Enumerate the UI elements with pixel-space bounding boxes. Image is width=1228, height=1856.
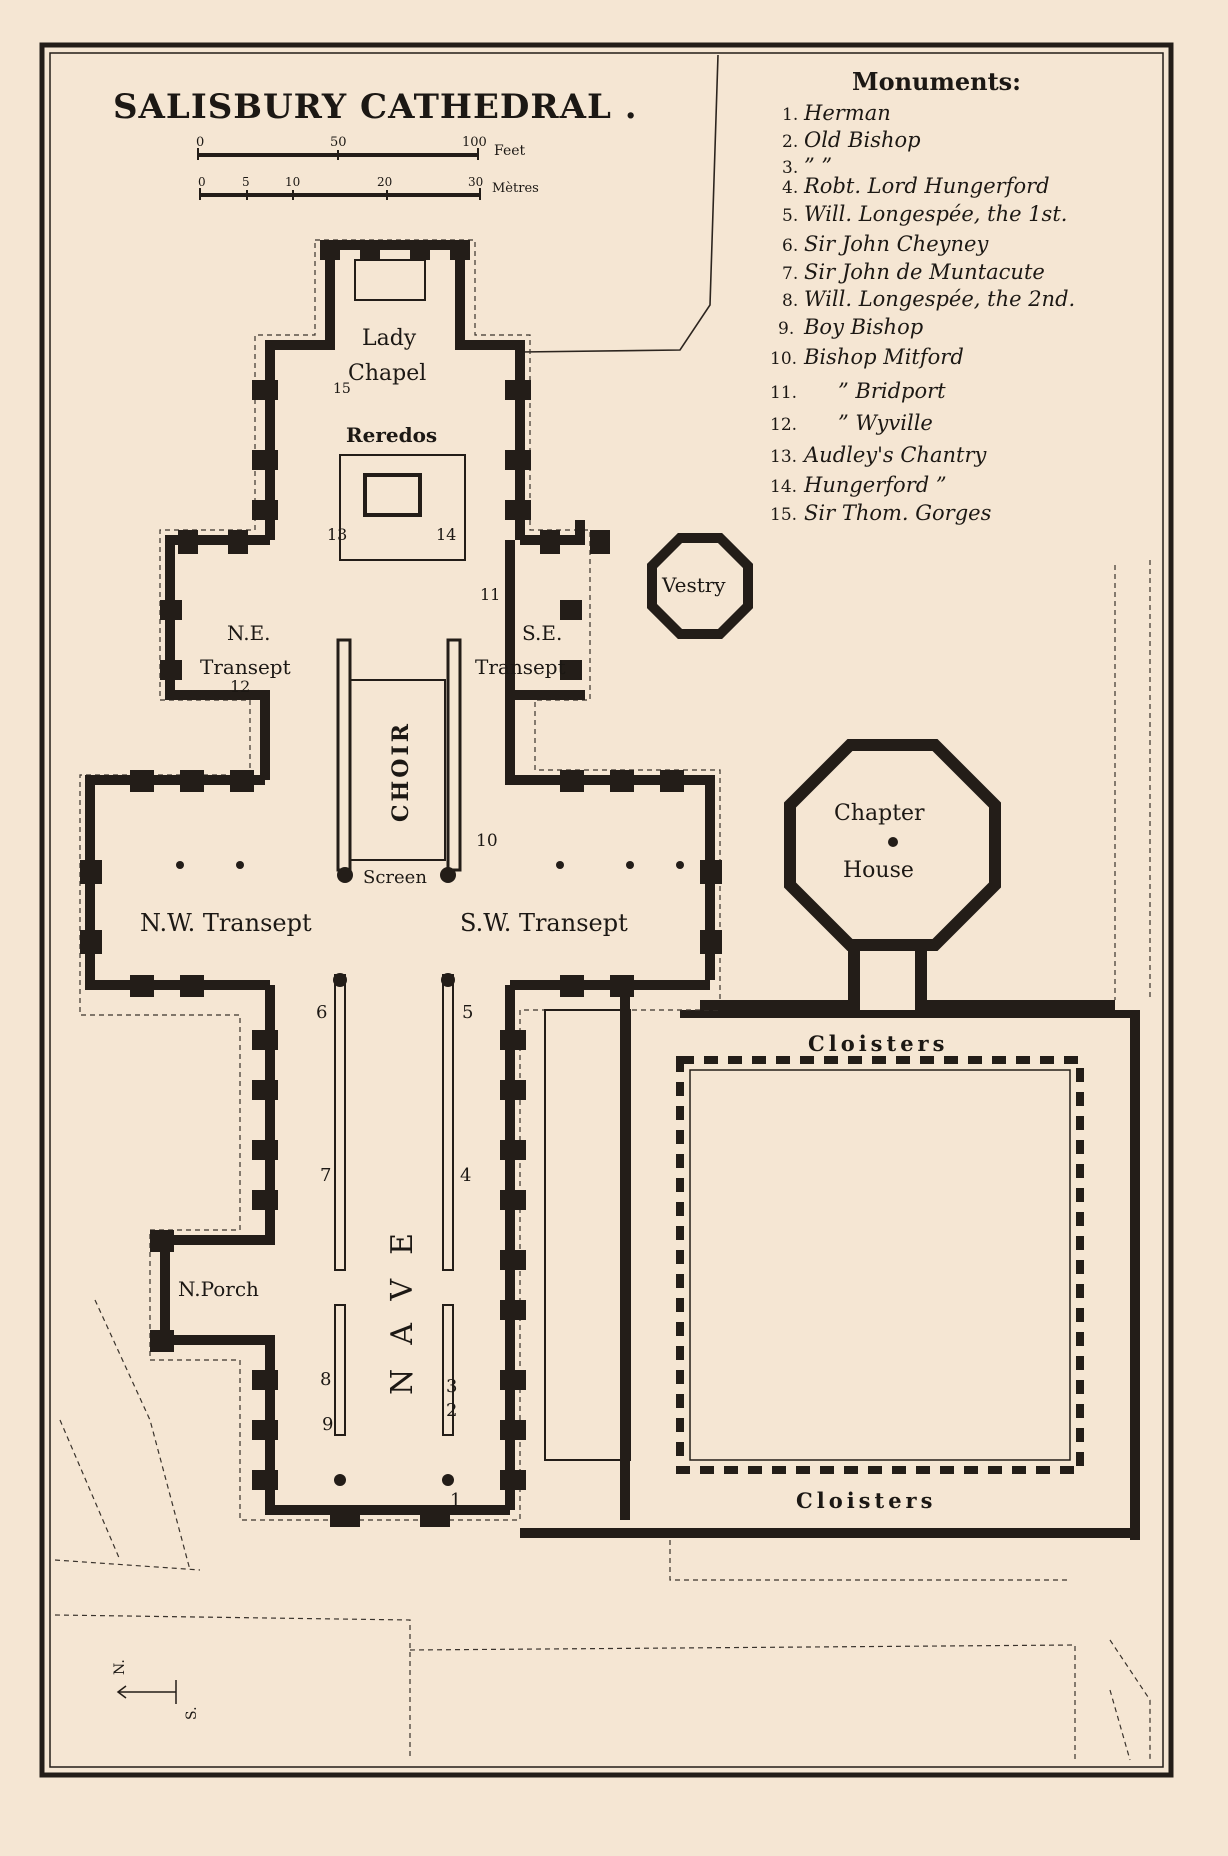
- legend-num: 14.: [770, 477, 797, 497]
- label-se-transept-1: S.E.: [522, 621, 562, 645]
- legend-text: Bishop Mitford: [803, 345, 964, 369]
- label-choir: CHOIR: [388, 721, 414, 822]
- legend-text: Audley's Chantry: [802, 443, 987, 467]
- legend-text: Herman: [803, 101, 891, 125]
- interior-features: [334, 259, 631, 1461]
- area-labels: Lady Chapel Reredos Vestry N.E. Transept…: [140, 326, 948, 1513]
- scale-metres-tick: 5: [242, 175, 250, 189]
- legend-text: Robt. Lord Hungerford: [803, 174, 1050, 198]
- marker-9: 9: [322, 1414, 333, 1435]
- surrounding-paths: [54, 54, 1151, 1761]
- map-title: SALISBURY CATHEDRAL .: [113, 87, 638, 127]
- marker-8: 8: [320, 1369, 331, 1390]
- legend-num: 2.: [782, 132, 798, 152]
- scale-metres-tick: 30: [468, 175, 483, 189]
- label-screen: Screen: [363, 867, 427, 888]
- pier-dots: [176, 837, 898, 1486]
- legend-num: 6.: [782, 236, 798, 256]
- label-ne-transept-1: N.E.: [227, 621, 271, 645]
- marker-6: 6: [316, 1002, 327, 1023]
- inner-frame: [49, 52, 1164, 1768]
- compass-north: N.: [112, 1659, 128, 1675]
- monument-markers: 1 2 3 4 5 6 7 8 9 10 11 12 13 14 15: [230, 381, 500, 1511]
- legend-num: 5.: [782, 206, 798, 226]
- legend-text: ” Bridport: [838, 379, 946, 403]
- legend-num: 11.: [770, 383, 797, 403]
- outer-frame: [39, 42, 1174, 1778]
- scale-feet-tick: 50: [330, 135, 347, 150]
- scale-metres-unit: Mètres: [492, 181, 539, 196]
- marker-15: 15: [333, 381, 351, 397]
- legend-num: 12.: [770, 415, 797, 435]
- chapter-house-building: [700, 739, 1115, 1010]
- label-cloisters-top: Cloisters: [808, 1031, 948, 1056]
- legend-text: Boy Bishop: [803, 315, 923, 339]
- scale-metres-tick: 20: [377, 175, 392, 189]
- scale-metres-tick: 0: [198, 175, 206, 189]
- label-se-transept-2: Transept: [475, 655, 566, 679]
- scale-feet-tick: 100: [462, 135, 487, 150]
- marker-13: 13: [327, 525, 347, 544]
- buttresses: [80, 240, 722, 1527]
- scale-bar-feet: 0 50 100 Feet: [196, 135, 526, 160]
- legend-text: ” Wyville: [838, 411, 933, 435]
- monuments-legend: Monuments: 1. Herman 2. Old Bishop 3. ” …: [770, 67, 1075, 525]
- legend-num: 9.: [778, 319, 794, 339]
- cathedral-plinth: [79, 239, 721, 1521]
- scale-feet-unit: Feet: [494, 143, 526, 159]
- legend-text: Sir Thom. Gorges: [804, 501, 992, 525]
- label-house: House: [843, 858, 914, 883]
- legend-num: 10.: [770, 349, 797, 369]
- legend-text: Will. Longespée, the 1st.: [804, 202, 1067, 226]
- legend-num: 1.: [782, 105, 798, 125]
- legend-text: ” ”: [804, 154, 832, 178]
- marker-2: 2: [446, 1400, 457, 1421]
- marker-11: 11: [480, 585, 500, 604]
- legend-num: 15.: [770, 505, 797, 525]
- legend-num: 8.: [782, 291, 798, 311]
- marker-5: 5: [462, 1002, 473, 1023]
- marker-1: 1: [450, 1490, 461, 1511]
- label-chapter: Chapter: [834, 801, 925, 826]
- marker-7: 7: [320, 1165, 331, 1186]
- label-reredos: Reredos: [346, 423, 437, 447]
- legend-text: Will. Longespée, the 2nd.: [804, 287, 1075, 311]
- legend-num: 4.: [782, 178, 798, 198]
- marker-10: 10: [476, 831, 498, 851]
- legend-text: Hungerford ”: [803, 473, 947, 497]
- label-vestry: Vestry: [661, 573, 726, 597]
- legend-heading: Monuments:: [852, 67, 1021, 96]
- marker-3: 3: [446, 1376, 457, 1397]
- legend-num: 3.: [782, 158, 798, 178]
- marker-12: 12: [230, 677, 250, 696]
- legend-num: 7.: [782, 264, 798, 284]
- marker-14: 14: [436, 525, 456, 544]
- marker-4: 4: [460, 1165, 471, 1186]
- legend-text: Old Bishop: [804, 128, 921, 152]
- label-porch: N.Porch: [178, 1277, 259, 1301]
- label-lady: Lady: [362, 326, 417, 351]
- label-ne-transept-2: Transept: [200, 655, 291, 679]
- legend-text: Sir John Cheyney: [804, 232, 989, 256]
- legend-text: Sir John de Muntacute: [804, 260, 1045, 284]
- cloister-walls: [520, 980, 1140, 1540]
- label-nave: NAVE: [385, 1209, 420, 1395]
- north-south-compass: N. S.: [112, 1659, 200, 1720]
- legend-num: 13.: [770, 447, 797, 467]
- scale-feet-tick: 0: [196, 135, 204, 150]
- label-cloisters-bottom: Cloisters: [796, 1488, 936, 1513]
- vestry-building: [647, 533, 753, 639]
- label-nw-transept: N.W. Transept: [140, 909, 312, 937]
- label-chapel: Chapel: [348, 361, 426, 386]
- scale-bar-metres: 0 5 10 20 30 Mètres: [198, 175, 539, 200]
- label-sw-transept: S.W. Transept: [460, 909, 628, 937]
- scale-metres-tick: 10: [285, 175, 300, 189]
- compass-south: S.: [184, 1706, 200, 1720]
